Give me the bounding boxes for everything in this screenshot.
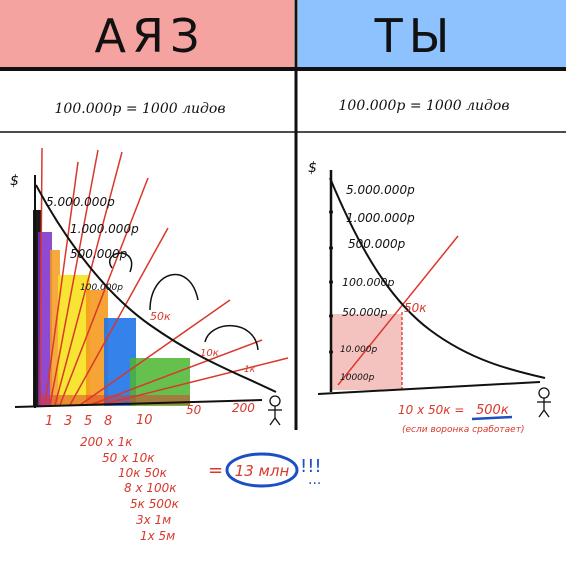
total-exclaim: !!!: [300, 456, 322, 477]
left-price-10k: 10к: [200, 348, 219, 359]
x-tick-1: 1: [45, 414, 53, 429]
right-x-axis: [317, 381, 541, 395]
calc-line-5: 5к 500к: [130, 497, 180, 511]
left-price-500k: 500.000р: [70, 247, 128, 261]
left-equation: 100.000р = 1000 лидов: [55, 101, 226, 117]
right-price-100k: 100.000р: [342, 276, 394, 289]
x-tick-50: 50: [186, 403, 202, 417]
x-tick-200: 200: [232, 401, 255, 415]
right-demand-curve: [329, 177, 546, 379]
left-x-axis: [14, 399, 263, 408]
right-stick-figure: [537, 387, 551, 418]
left-price-1k: 1к: [244, 365, 256, 375]
right-result-underline: [471, 415, 513, 421]
right-price-50k: 50к: [404, 301, 427, 315]
calc-line-3: 10к 50к: [118, 466, 168, 480]
demand-curve: [35, 184, 277, 393]
total-circle: [225, 452, 299, 488]
right-price-5m: 5.000.000р: [346, 183, 415, 197]
right-price-50000: 50.000р: [342, 306, 387, 319]
left-price-100k: 100.000р: [80, 283, 123, 293]
equals-sign: =: [208, 460, 223, 481]
right-chart: $ 5.000.000р 1.000.000р 500.000р 100.000…: [308, 160, 551, 435]
right-result: 500к: [476, 403, 509, 418]
right-header-panel: [298, 0, 566, 68]
right-price-500k: 500.000р: [348, 237, 406, 251]
loop-arrow-1: [109, 252, 133, 273]
bar-orange: [86, 290, 108, 406]
right-title: ТЫ: [374, 9, 456, 63]
loop-arrow-3: [204, 325, 259, 351]
x-tick-8: 8: [104, 414, 112, 429]
right-price-10000: 10.000р: [340, 345, 377, 355]
bar-red-band: [40, 395, 190, 405]
left-title: АЯЗ: [95, 9, 206, 63]
right-formula: 10 х 50к =: [398, 403, 464, 417]
red-rays: [39, 147, 289, 406]
right-y-axis-label: $: [308, 160, 317, 176]
calc-line-6: 3х 1м: [136, 513, 171, 527]
calc-line-4: 8 х 100к: [124, 481, 177, 495]
left-price-50k: 50к: [150, 310, 171, 323]
left-header-panel: [0, 0, 294, 68]
right-red-ray: [337, 235, 459, 386]
right-equation: 100.000р = 1000 лидов: [339, 98, 510, 114]
bar-black: [33, 210, 41, 406]
calc-line-2: 50 х 10к: [102, 451, 155, 465]
calc-line-7: 1х 5м: [140, 529, 175, 543]
total-value: 13 млн: [235, 462, 290, 480]
x-tick-3: 3: [64, 414, 72, 429]
x-tick-10: 10: [136, 413, 153, 428]
left-chart: $ 5.000.000р 1.000.000р 500.000р 100.000…: [10, 147, 322, 543]
right-price-1m: 1.000.000р: [346, 211, 415, 225]
total-dots: ...: [308, 472, 321, 488]
x-tick-5: 5: [84, 414, 92, 429]
loop-arrow-2: [149, 273, 199, 311]
calc-line-1: 200 х 1к: [80, 435, 133, 449]
left-price-1m: 1.000.000р: [70, 222, 139, 236]
left-price-5m: 5.000.000р: [46, 195, 115, 209]
left-y-axis-label: $: [10, 173, 19, 189]
right-price-10000-low: 10000р: [340, 373, 375, 383]
right-note: (если воронка сработает): [402, 425, 524, 435]
right-y-dots: [329, 210, 333, 354]
left-stick-figure: [268, 395, 282, 426]
